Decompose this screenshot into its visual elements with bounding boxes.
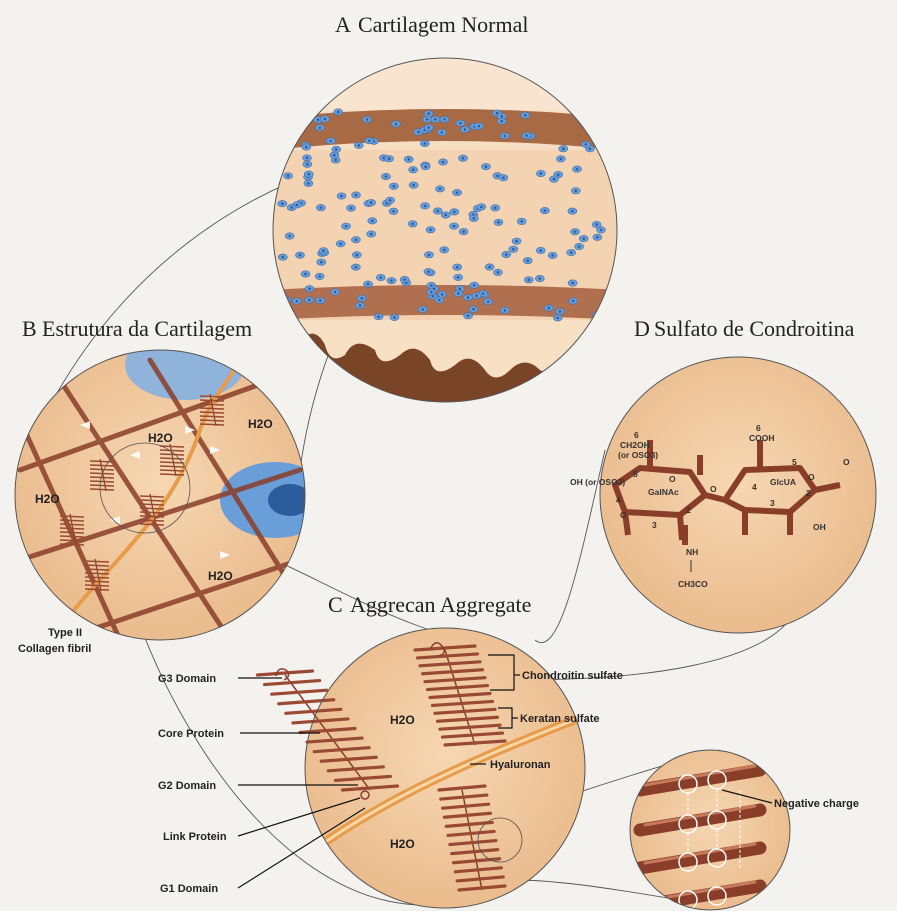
oh-right-label: OH [813, 522, 826, 532]
panel-b-cartilage-structure: H2O H2O H2O H2O B Estrutura da Cartilage… [15, 316, 330, 655]
keratan-sulfate-label: Keratan sulfate [520, 713, 599, 725]
chem-number: 5 [792, 457, 797, 467]
ring-oxygen: O [669, 474, 676, 484]
g1-domain-label: G1 Domain [160, 883, 218, 895]
panel-a-letter: A [335, 12, 351, 37]
core-protein-label: Core Protein [158, 728, 224, 740]
chondrocyte-cell [276, 301, 285, 307]
chem-number: 3 [770, 498, 775, 508]
panel-c-aggrecan-aggregate: C Aggrecan Aggregate H2O H2O G3 Domain C… [158, 592, 623, 908]
panel-d-chondroitin-sulfate: D Sulfato de Condroitina 6 CH2OH (or OSO… [570, 316, 876, 633]
chem-number: 6 [634, 430, 639, 440]
ring-oxygen: O [710, 484, 717, 494]
panel-d-title: Sulfato de Condroitina [654, 316, 855, 341]
chondrocyte-cell [291, 123, 300, 129]
chondrocyte-cell [591, 114, 600, 120]
water-label: H2O [390, 713, 415, 727]
water-label: H2O [148, 431, 173, 445]
g3-domain-label: G3 Domain [158, 673, 216, 685]
chondrocyte-cell [282, 297, 291, 303]
chem-number: 4 [616, 495, 621, 505]
collagen-label-line2: Collagen fibril [18, 643, 91, 655]
water-label: H2O [208, 569, 233, 583]
chondrocyte-cell [591, 120, 600, 126]
chem-number: 5 [633, 469, 638, 479]
panel-negative-charge-detail: Negative charge [630, 750, 859, 910]
chondroitin-sulfate-label: Chondroitin sulfate [522, 670, 623, 682]
hyaluronan-label: Hyaluronan [490, 759, 551, 771]
ch2oh-label-alt: (or OSO3) [618, 450, 658, 460]
glcua-label: GlcUA [770, 477, 796, 487]
panel-a-normal-cartilage: A Cartilagem Normal [270, 12, 620, 410]
nh-label: NH [686, 547, 698, 557]
chem-number: 6 [756, 423, 761, 433]
panel-c-letter: C [328, 592, 343, 617]
chem-number: 4 [752, 482, 757, 492]
chem-number: 2 [806, 488, 811, 498]
panel-c-title: Aggrecan Aggregate [350, 592, 531, 617]
ch3co-label: CH3CO [678, 579, 708, 589]
negative-charge-label: Negative charge [774, 798, 859, 810]
panel-b-letter: B [22, 316, 37, 341]
ring-oxygen: O [620, 510, 627, 520]
ring-oxygen: O [808, 472, 815, 482]
g2-domain-label: G2 Domain [158, 780, 216, 792]
cooh-label: COOH [749, 433, 775, 443]
panel-a-title: Cartilagem Normal [358, 12, 528, 37]
ring-oxygen: O [843, 457, 850, 467]
galnac-label: GalNAc [648, 487, 679, 497]
panel-b-title: Estrutura da Cartilagem [42, 316, 252, 341]
chem-number: 3 [652, 520, 657, 530]
water-label: H2O [390, 837, 415, 851]
panel-d-letter: D [634, 316, 650, 341]
water-label: H2O [35, 492, 60, 506]
link-protein-label: Link Protein [163, 831, 227, 843]
ch2oh-label: CH2OH [620, 440, 650, 450]
oh-left-label: OH (or OSO3) [570, 477, 625, 487]
water-label: H2O [248, 417, 273, 431]
collagen-label-line1: Type II [48, 627, 82, 639]
chem-number: 2 [686, 505, 691, 515]
